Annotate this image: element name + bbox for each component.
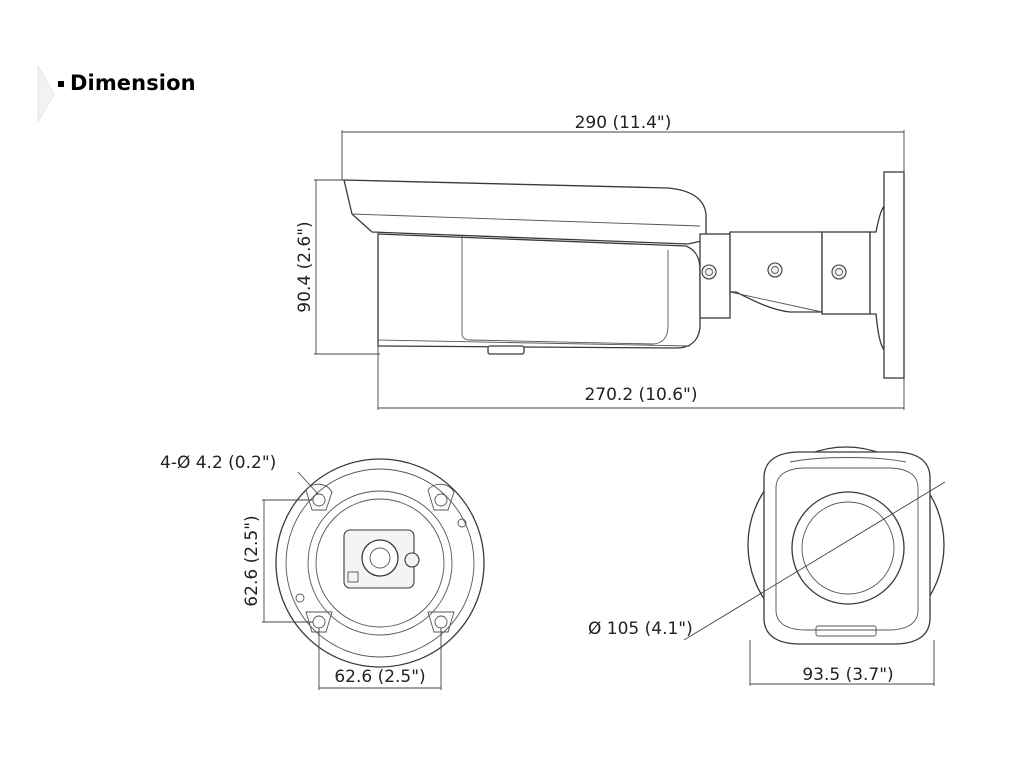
base-view-dimensions bbox=[262, 471, 442, 690]
lens-outer bbox=[791, 491, 905, 605]
side-view bbox=[343, 171, 905, 379]
base-center-ring bbox=[307, 490, 453, 636]
base-view bbox=[275, 458, 485, 668]
lens-inner bbox=[801, 501, 895, 595]
mount-base-flare bbox=[869, 203, 885, 353]
label-body-length: 270.2 (10.6") bbox=[584, 385, 697, 405]
label-front-diameter: Ø 105 (4.1") bbox=[588, 619, 693, 639]
hole-boss-3 bbox=[305, 611, 333, 633]
joint-screw-1 bbox=[701, 264, 717, 280]
sunshield-seam bbox=[351, 213, 701, 227]
label-hole-spacing-horizontal: 62.6 (2.5") bbox=[334, 667, 425, 687]
bullet-icon bbox=[58, 81, 64, 87]
label-front-width: 93.5 (3.7") bbox=[802, 665, 893, 685]
front-logo-plate bbox=[815, 625, 877, 637]
fitting-screw bbox=[404, 552, 420, 568]
front-housing-inner bbox=[775, 467, 919, 631]
arm-screw-inner bbox=[771, 266, 779, 274]
sunshield bbox=[343, 179, 707, 245]
section-title: Dimension bbox=[70, 71, 196, 95]
cable-port-inner bbox=[369, 547, 391, 569]
leader-hole-diameter bbox=[297, 471, 319, 495]
side-view-dimensions bbox=[314, 130, 905, 410]
fitting-latch bbox=[347, 571, 359, 583]
socket-screw bbox=[831, 264, 847, 280]
sunshield-lip bbox=[789, 457, 907, 463]
label-height: 90.4 (2.6") bbox=[295, 221, 315, 312]
label-overall-length: 290 (11.4") bbox=[575, 113, 672, 133]
base-inner-ring bbox=[285, 468, 475, 658]
section-heading: Dimension bbox=[58, 66, 196, 100]
hole-boss-2 bbox=[427, 483, 455, 511]
joint-screw-1-inner bbox=[705, 268, 713, 276]
label-hole-diameter: 4-Ø 4.2 (0.2") bbox=[160, 453, 276, 473]
hole-boss-1 bbox=[305, 483, 333, 511]
camera-body bbox=[377, 233, 701, 349]
cable-port-outer bbox=[361, 539, 399, 577]
hole-boss-4 bbox=[427, 611, 455, 633]
bottom-clip bbox=[487, 345, 525, 355]
front-view bbox=[747, 446, 945, 645]
arm-screw bbox=[767, 262, 783, 278]
front-view-dimensions bbox=[683, 481, 946, 686]
arm-edge bbox=[729, 291, 823, 313]
socket-screw-inner bbox=[835, 268, 843, 276]
body-panel bbox=[461, 236, 669, 345]
base-notch-1 bbox=[295, 593, 305, 603]
mount-base-plate bbox=[883, 171, 905, 379]
corner-decoration bbox=[37, 64, 55, 124]
base-center-ring-2 bbox=[315, 498, 445, 628]
body-bottom-line bbox=[377, 339, 691, 347]
label-hole-spacing-vertical: 62.6 (2.5") bbox=[242, 515, 262, 606]
leader-front-diameter bbox=[683, 481, 946, 641]
mount-hole-2 bbox=[434, 493, 448, 507]
base-notch-2 bbox=[457, 518, 467, 528]
